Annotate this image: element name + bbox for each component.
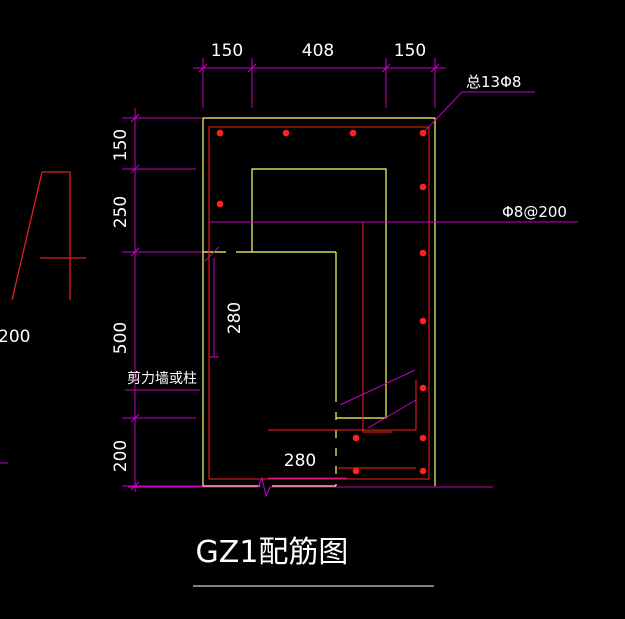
rebar-dot xyxy=(419,384,427,392)
rebar-dot xyxy=(419,467,427,475)
partial-red-glyph xyxy=(11,171,86,301)
drawing-title: GZ1配筋图 xyxy=(196,535,349,570)
top-dimension xyxy=(193,58,446,108)
stirrups xyxy=(208,126,430,480)
stirrup-label: Φ8@200 xyxy=(502,203,567,221)
dim-top-3: 150 xyxy=(394,41,426,61)
inner-dimensions xyxy=(204,91,578,479)
dim-left-2: 250 xyxy=(111,196,131,228)
dim-left-4: 200 xyxy=(111,440,131,472)
dim-left-1: 150 xyxy=(111,129,131,161)
column-outline xyxy=(202,117,436,487)
rebar-dot xyxy=(419,434,427,442)
total-rebar-label: 总13Φ8 xyxy=(466,73,521,91)
rebar-dot xyxy=(282,129,290,137)
rebar-dot xyxy=(419,317,427,325)
rebar-dot xyxy=(419,129,427,137)
dim-inner-horizontal: 280 xyxy=(284,451,316,471)
dim-inner-vertical: 280 xyxy=(225,302,245,334)
dim-left-3: 500 xyxy=(111,322,131,354)
rebar-dot xyxy=(419,249,427,257)
rebar-dot xyxy=(216,129,224,137)
left-dimension xyxy=(122,108,205,492)
rebar-dot xyxy=(349,129,357,137)
dim-top-2: 408 xyxy=(302,41,334,61)
shear-wall-label: 剪力墙或柱 xyxy=(127,371,197,387)
rebar-dots xyxy=(216,129,427,475)
rebar-dot xyxy=(216,200,224,208)
dim-top-1: 150 xyxy=(211,41,243,61)
partial-left-text: 200 xyxy=(0,327,30,347)
rebar-dot xyxy=(352,434,360,442)
rebar-dot xyxy=(352,467,360,475)
bottom-baseline xyxy=(128,476,493,498)
rebar-dot xyxy=(419,183,427,191)
